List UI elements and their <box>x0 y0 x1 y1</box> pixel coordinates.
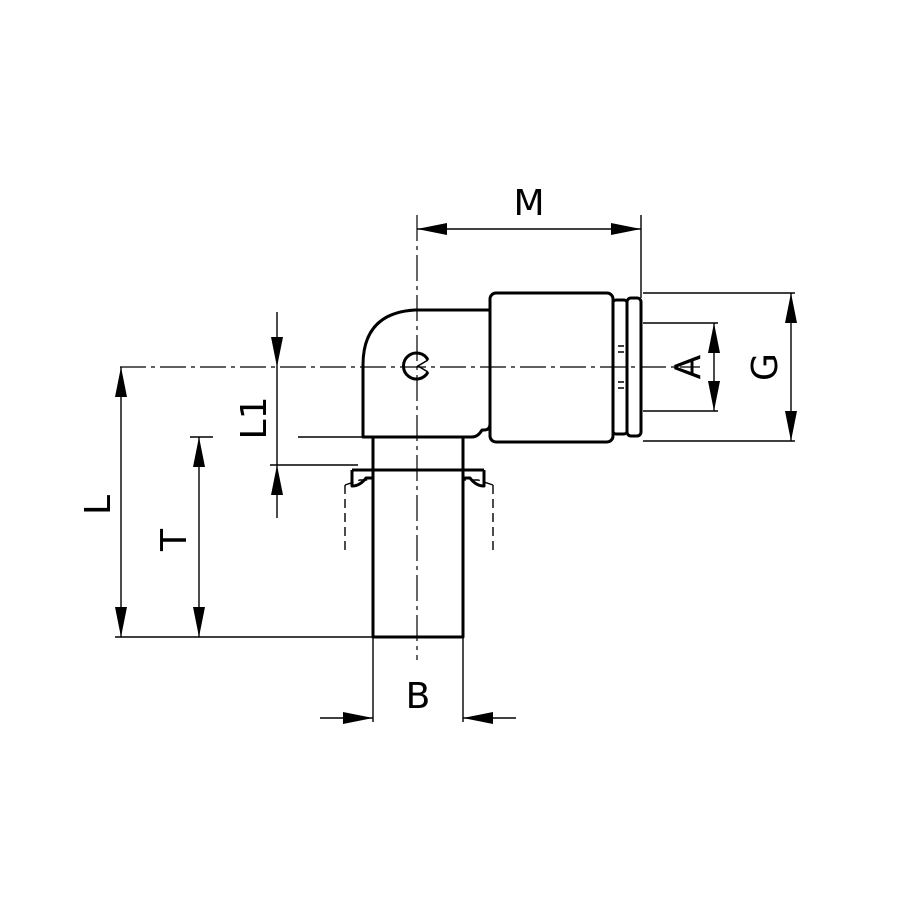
label-l1: L1 <box>234 397 275 440</box>
dimension-b <box>320 712 516 724</box>
label-a: A <box>668 354 709 379</box>
stem-collar <box>350 468 486 488</box>
label-l: L <box>78 495 119 515</box>
label-b: B <box>406 676 431 717</box>
label-t: T <box>154 528 195 552</box>
collet-detail <box>618 345 624 389</box>
dimension-l <box>115 367 127 637</box>
dimension-g <box>785 293 797 441</box>
dimension-t <box>193 437 205 637</box>
pivot-icon <box>401 351 430 381</box>
stem-body <box>371 435 465 639</box>
label-m: M <box>513 183 544 224</box>
dimension-m <box>417 223 641 235</box>
label-g: G <box>745 353 786 381</box>
dimension-l1 <box>271 312 283 518</box>
dimension-a <box>708 323 720 411</box>
